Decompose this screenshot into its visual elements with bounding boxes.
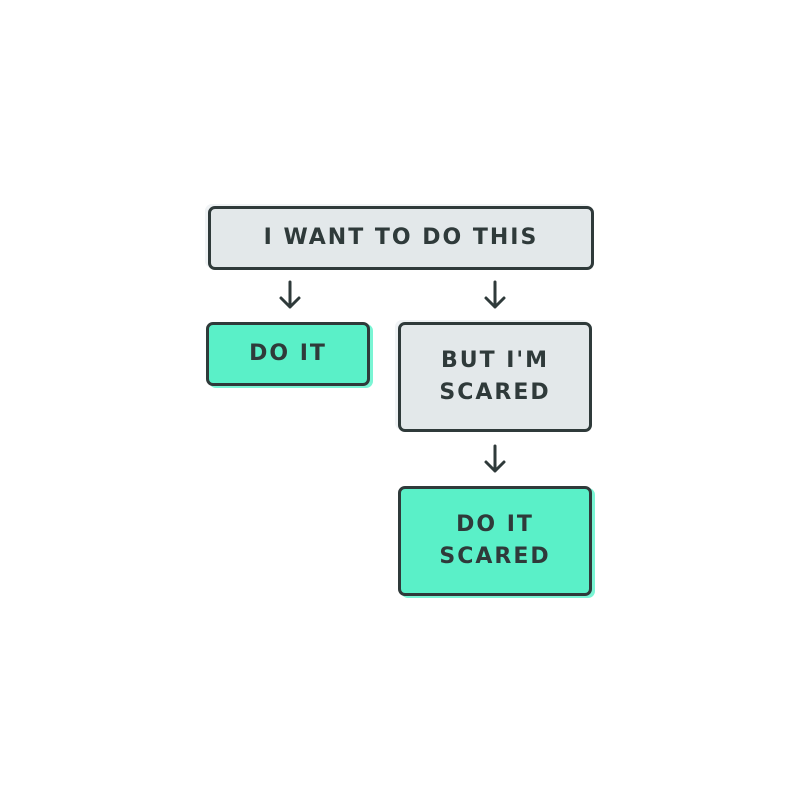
start-node-label: I WANT TO DO THIS <box>263 225 539 250</box>
start-node: I WANT TO DO THIS <box>208 206 594 270</box>
do-it-node: DO IT <box>206 322 370 386</box>
do-it-node-label: DO IT <box>249 341 327 366</box>
do-it-scared-node: DO IT SCARED <box>398 486 592 596</box>
do-it-scared-node-label-line2: SCARED <box>439 544 551 569</box>
scared-node-label-line1: BUT I'M <box>440 348 550 373</box>
scared-node-label-line2: SCARED <box>439 380 551 405</box>
scared-node: BUT I'M SCARED <box>398 322 592 432</box>
arrow-down-icon <box>484 444 506 473</box>
do-it-scared-node-label-line1: DO IT <box>456 512 534 537</box>
arrow-down-icon <box>279 280 301 309</box>
arrow-down-icon <box>484 280 506 309</box>
